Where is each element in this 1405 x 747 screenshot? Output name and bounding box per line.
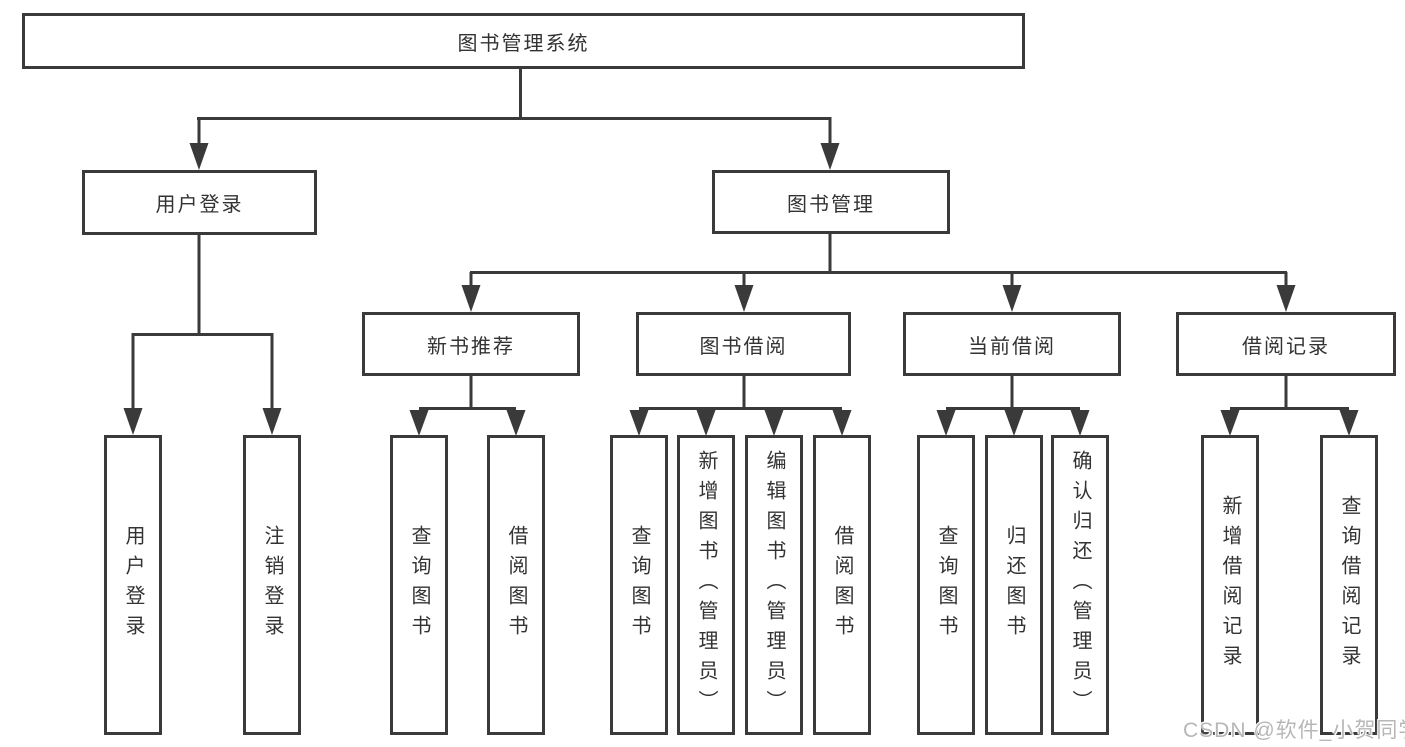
arrow-down-icon [832,410,852,436]
node-label: 图书管理 [787,193,875,216]
arrow-down-icon [1070,410,1090,436]
node-label: 查询图书 [935,525,957,645]
node-book-management: 图书管理 [712,170,950,234]
node-label: 注销登录 [261,525,283,645]
arrow-down-icon [734,285,754,312]
node-label: 用户登录 [122,525,144,645]
edges-current-borrow [936,376,1090,436]
arrow-down-icon [764,410,784,436]
arrow-down-icon [820,143,840,170]
arrow-down-icon [1004,410,1024,436]
arrow-down-icon [696,410,716,436]
node-label: 借阅记录 [1242,335,1330,358]
node-label: 查询图书 [408,525,430,645]
node-label: 当前借阅 [968,335,1056,358]
node-current-borrow: 当前借阅 [903,312,1121,376]
node-user-login: 用户登录 [82,170,317,235]
node-label: 新增图书（管理员） [695,450,717,720]
edges-book-management [461,234,1296,312]
node-label: 用户登录 [155,194,244,216]
leaf-query-borrow-record: 查询借阅记录 [1320,435,1378,735]
edges-root [189,68,840,170]
leaf-query-books-current: 查询图书 [917,435,975,735]
node-label: 确认归还（管理员） [1069,450,1091,720]
arrow-down-icon [189,143,209,170]
leaf-logout: 注销登录 [243,435,301,735]
csdn-watermark: CSDN @软件_小贺同学 [1183,719,1405,742]
edges-borrow-records [1220,376,1359,436]
arrow-down-icon [506,410,526,436]
edges-user-login [123,235,282,435]
arrow-down-icon [629,410,649,436]
node-label: 查询图书 [628,525,650,645]
arrow-down-icon [1339,410,1359,436]
leaf-add-borrow-record: 新增借阅记录 [1201,435,1259,735]
leaf-borrow-books: 借阅图书 [813,435,871,735]
node-root-library-management-system: 图书管理系统 [22,13,1025,69]
leaf-confirm-return-admin: 确认归还（管理员） [1051,435,1109,735]
node-book-borrow: 图书借阅 [636,312,851,376]
node-label: 新增借阅记录 [1219,495,1241,675]
node-label: 图书借阅 [699,335,788,358]
arrow-down-icon [123,408,143,435]
arrow-down-icon [1276,285,1296,312]
leaf-add-books-admin: 新增图书（管理员） [677,435,735,735]
node-label: 新书推荐 [427,335,515,358]
leaf-user-login: 用户登录 [104,435,162,735]
node-label: 借阅图书 [831,525,853,645]
arrow-down-icon [936,410,956,436]
leaf-return-books: 归还图书 [985,435,1043,735]
node-new-book-recommend: 新书推荐 [362,312,580,376]
arrow-down-icon [1220,410,1240,436]
node-label: 编辑图书（管理员） [763,450,785,720]
node-label: 归还图书 [1003,525,1025,645]
node-borrow-records: 借阅记录 [1176,312,1396,376]
edges-book-borrow [629,376,852,436]
arrow-down-icon [461,285,481,312]
leaf-borrow-books-recommend: 借阅图书 [487,435,545,735]
leaf-query-books-borrow: 查询图书 [610,435,668,735]
leaf-query-books-recommend: 查询图书 [390,435,448,735]
node-label: 借阅图书 [505,525,527,645]
arrow-down-icon [262,408,282,435]
arrow-down-icon [1002,285,1022,312]
node-label: 图书管理系统 [457,32,590,55]
leaf-edit-books-admin: 编辑图书（管理员） [745,435,803,735]
arrow-down-icon [409,410,429,436]
edges-new-book-recommend [409,376,526,436]
node-label: 查询借阅记录 [1338,495,1360,675]
